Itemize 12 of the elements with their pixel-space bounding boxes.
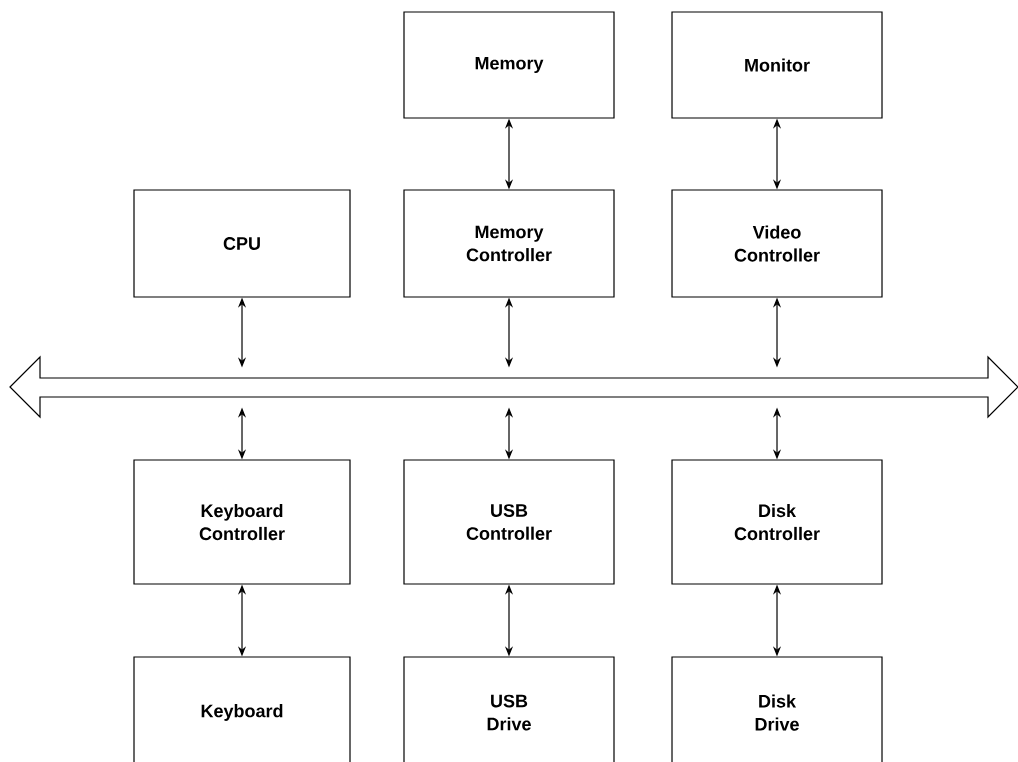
component-box: Memory Controller: [403, 189, 615, 298]
component-box: Disk Drive: [671, 656, 883, 762]
component-box: Monitor: [671, 11, 883, 119]
component-box: Keyboard Controller: [133, 459, 351, 585]
component-box: Video Controller: [671, 189, 883, 298]
bus-arrow: [9, 355, 1018, 419]
component-box: CPU: [133, 189, 351, 298]
component-box: Keyboard: [133, 656, 351, 762]
component-box: Memory: [403, 11, 615, 119]
component-box: Disk Controller: [671, 459, 883, 585]
component-box: USB Drive: [403, 656, 615, 762]
component-box: USB Controller: [403, 459, 615, 585]
